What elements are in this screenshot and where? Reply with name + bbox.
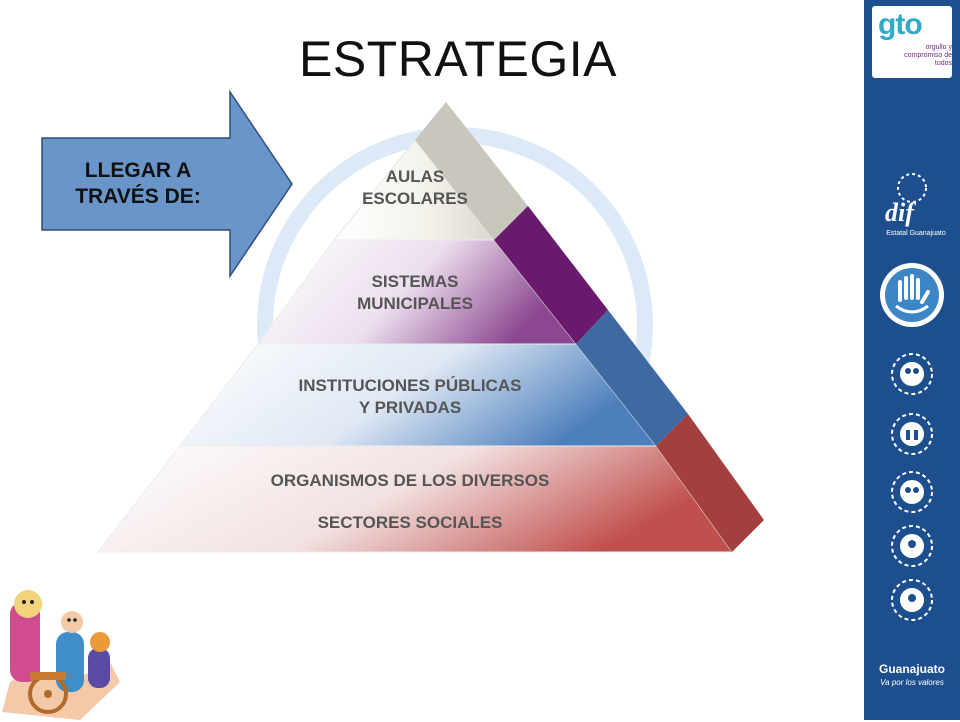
family-icon-2 <box>891 413 933 455</box>
family-icon-1 <box>891 353 933 395</box>
tier-label-4a: ORGANISMOS DE LOS DIVERSOS <box>270 471 550 490</box>
pyramid-side-1 <box>415 102 528 240</box>
tier-label-1: AULAS ESCOLARES <box>362 167 468 208</box>
dif-subtitle: Estatal Guanajuato <box>886 230 946 237</box>
tier-label-4b: SECTORES SOCIALES <box>317 513 503 532</box>
footer-title: Guanajuato <box>878 662 945 676</box>
hand-badge-icon <box>880 263 944 327</box>
pyramid-side-2 <box>494 206 608 344</box>
family-icon-5 <box>891 579 933 621</box>
footer-subtitle: Va por los valores <box>880 678 944 687</box>
callout-label: LLEGAR A TRAVÉS DE: <box>48 158 228 210</box>
family-icon-4 <box>891 525 933 567</box>
finger-puppets-illustration <box>2 590 120 720</box>
sidebar-icons <box>880 173 944 621</box>
dif-logo-text: dif <box>885 198 914 227</box>
pyramid-side-3 <box>576 310 688 446</box>
pyramid-tier-4 <box>96 445 733 553</box>
callout-line-1: LLEGAR A <box>84 159 192 182</box>
family-icon-3 <box>891 471 933 513</box>
gto-logo-box <box>872 6 952 78</box>
guanajuato-footer: Guanajuato Va por los valores <box>866 662 958 690</box>
dif-logo-icon <box>897 173 927 203</box>
tier-label-3: INSTITUCIONES PÚBLICAS Y PRIVADAS <box>298 376 522 417</box>
pyramid-side-4 <box>656 414 764 552</box>
gto-logo: gto <box>878 8 923 41</box>
gto-tagline: orgullo y compromiso de todos <box>904 44 952 67</box>
tier-label-2: SISTEMAS MUNICIPALES <box>357 272 473 313</box>
callout-line-2: TRAVÉS DE: <box>75 185 201 208</box>
slide-title: ESTRATEGIA <box>298 31 617 87</box>
